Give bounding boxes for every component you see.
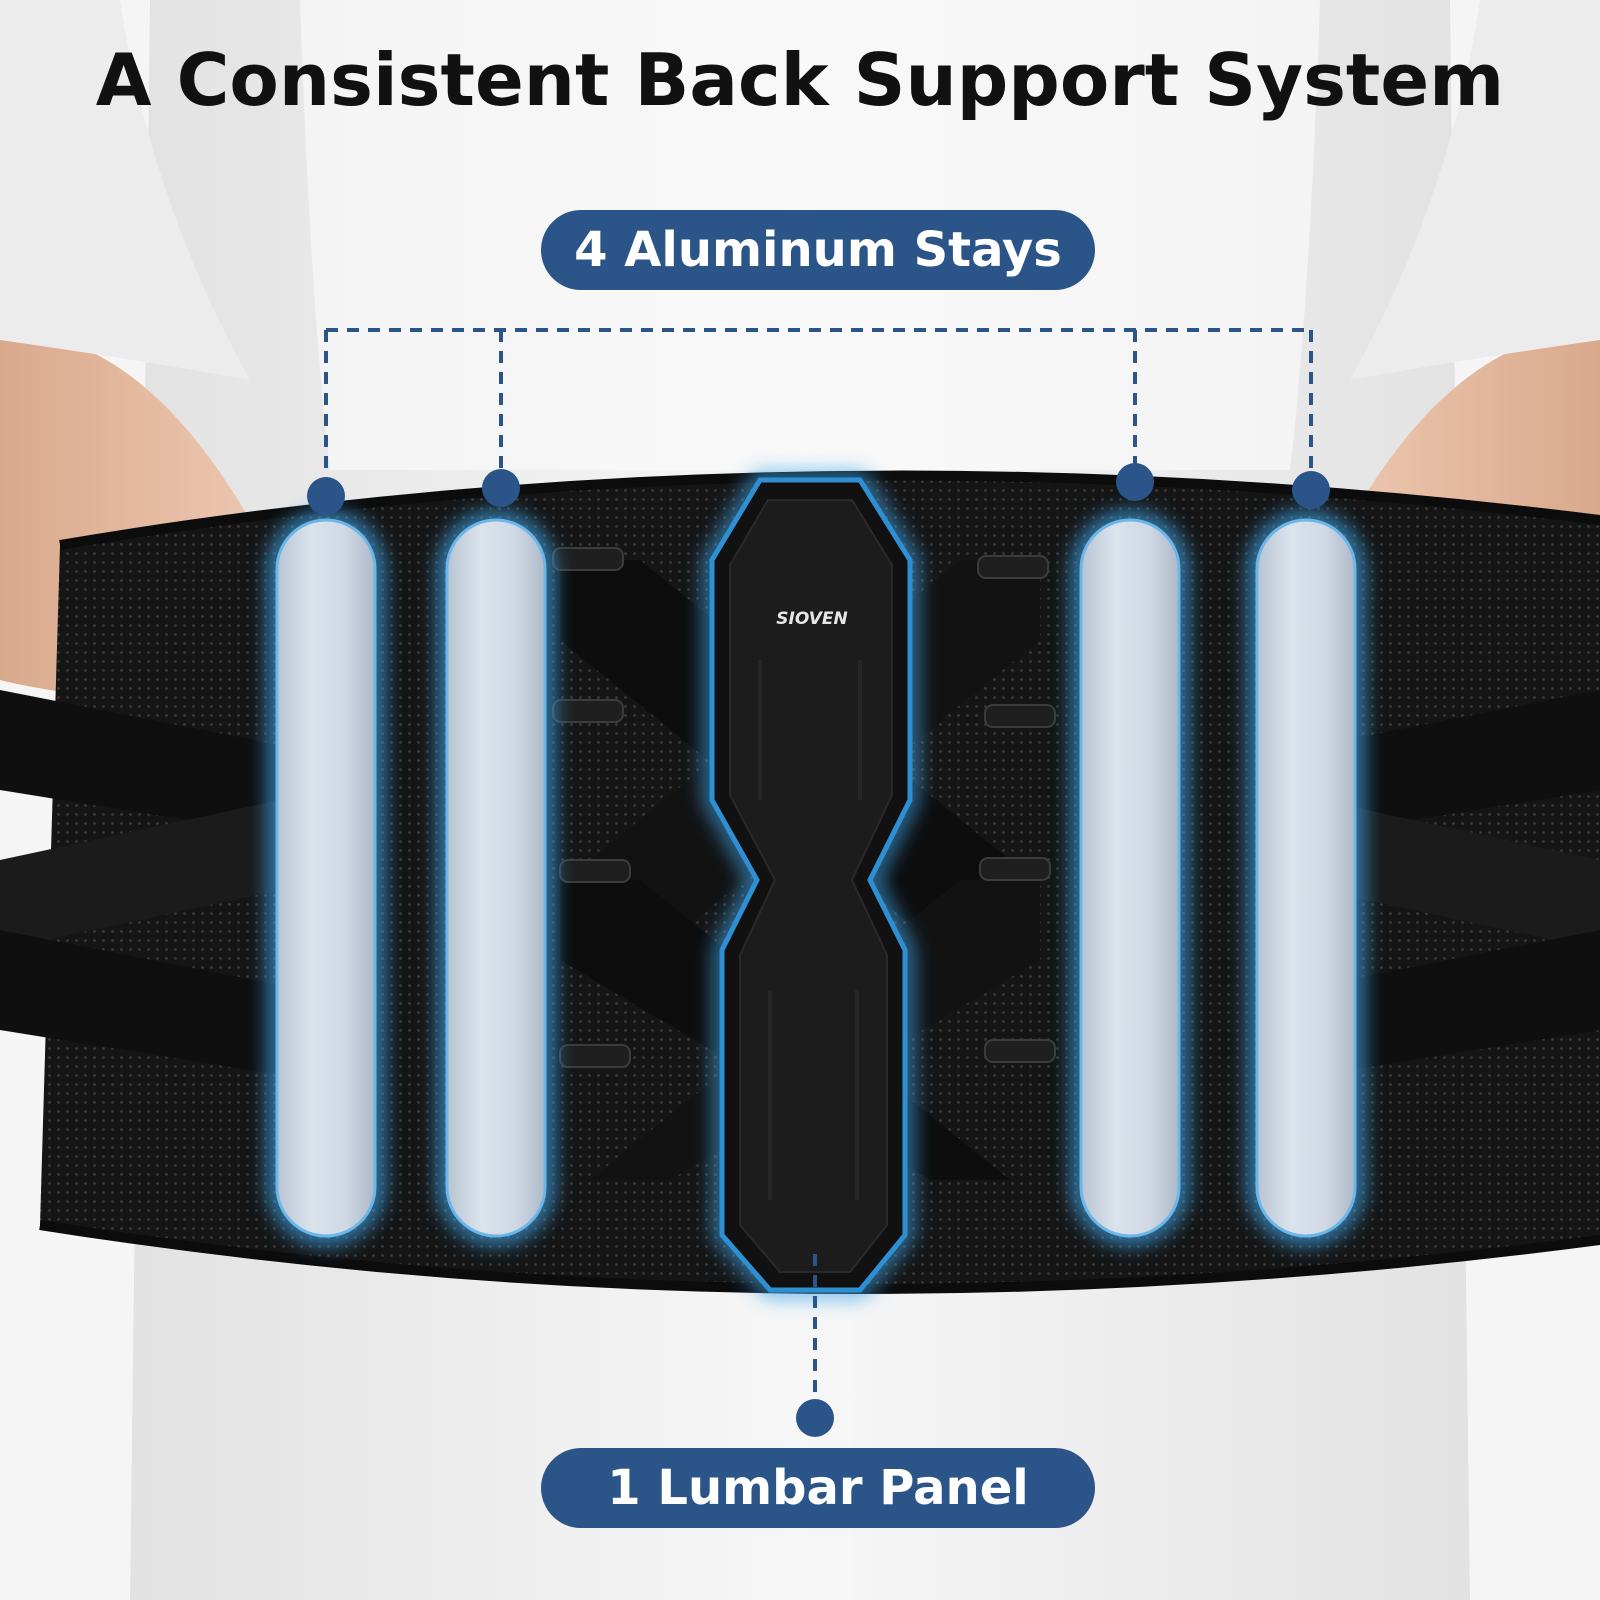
stays-leader-lines	[324, 328, 1313, 494]
stays-callout-pill: 4 Aluminum Stays	[541, 210, 1095, 290]
stays-callout-label: 4 Aluminum Stays	[574, 222, 1062, 278]
aluminum-stay-4	[1255, 518, 1357, 1238]
stays-leader-dots	[307, 463, 1330, 515]
right-strap-upper	[1320, 690, 1600, 835]
headline: A Consistent Back Support System	[95, 38, 1505, 122]
lumbar-panel-ridges	[758, 660, 862, 1200]
left-strap-lower	[0, 930, 280, 1075]
right-strap-lower	[1320, 930, 1600, 1075]
right-strap-cross	[1320, 800, 1600, 950]
left-strap-upper	[0, 690, 280, 835]
left-sleeve	[0, 0, 250, 380]
panel-callout-label: 1 Lumbar Panel	[607, 1460, 1029, 1516]
aluminum-stay-1	[275, 518, 377, 1238]
panel-leader-dot	[796, 1399, 834, 1437]
aluminum-stay-2	[445, 518, 547, 1238]
left-strap-cross	[0, 800, 280, 950]
right-sleeve	[1350, 0, 1600, 380]
aluminum-stay-3	[1079, 518, 1181, 1238]
brand-logo-text: SIOVEN	[776, 609, 848, 629]
strap-buckles	[552, 547, 1056, 1068]
panel-callout-pill: 1 Lumbar Panel	[541, 1448, 1095, 1528]
